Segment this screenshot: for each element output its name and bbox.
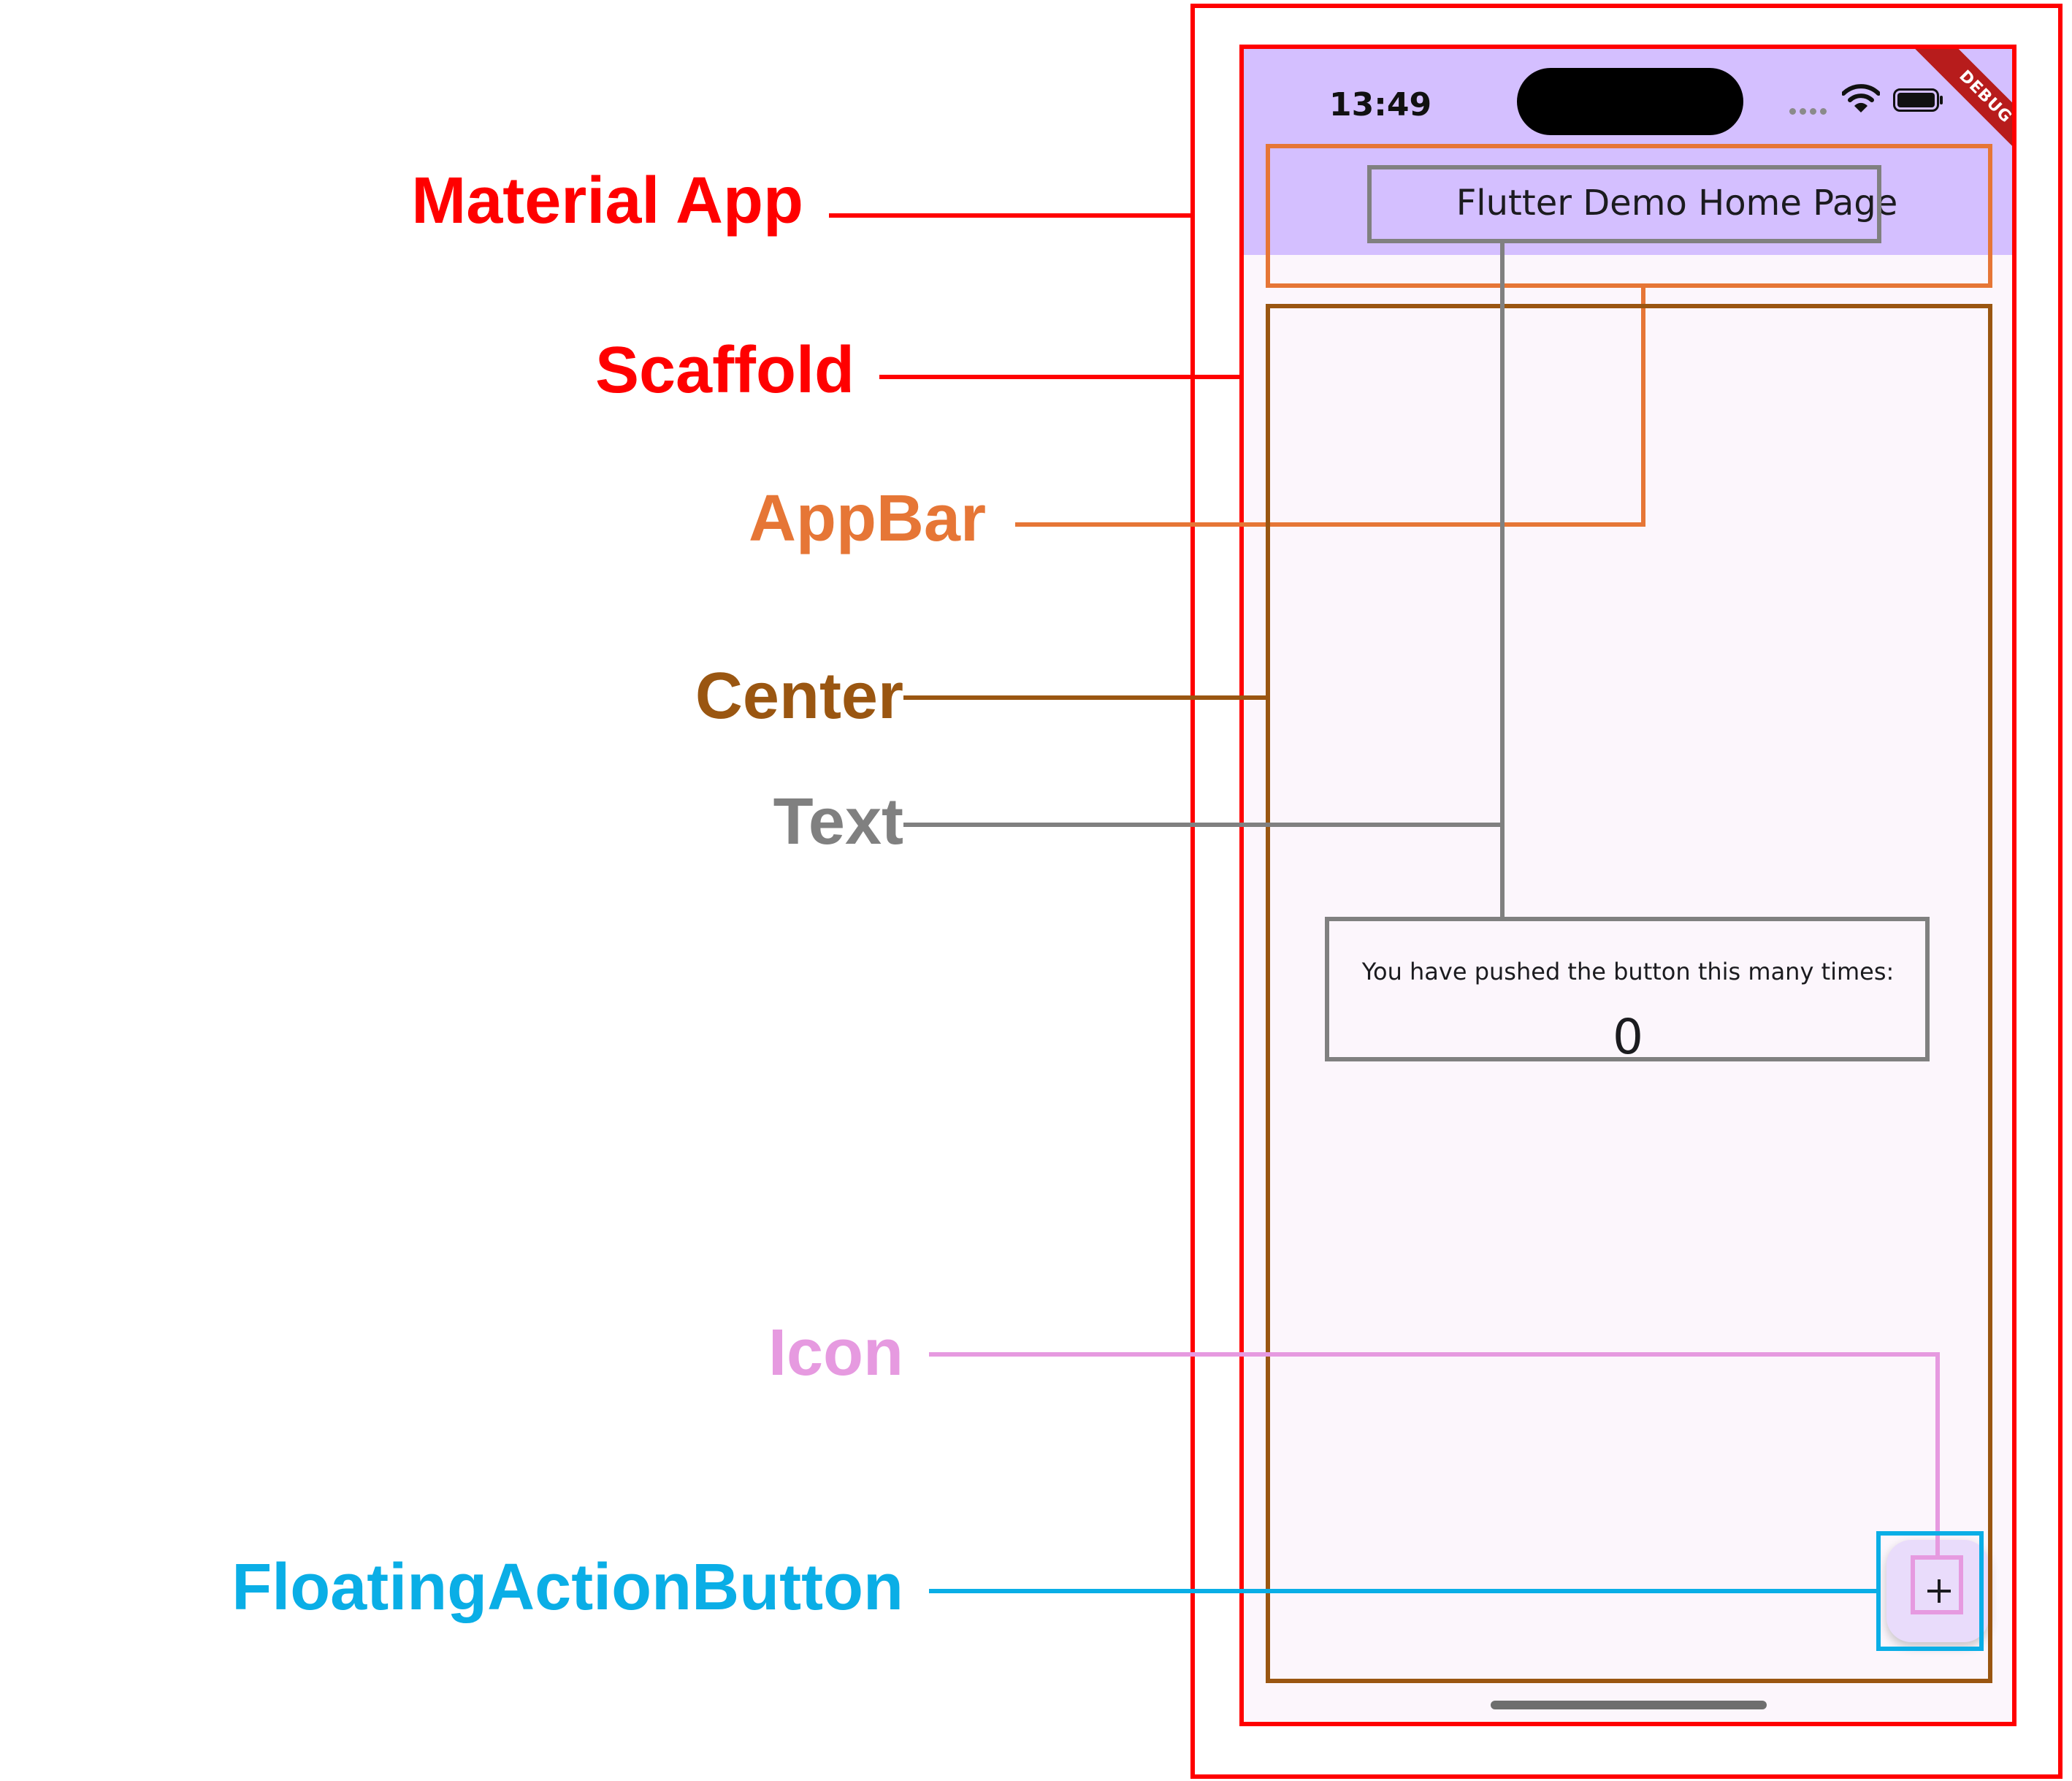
label-floating-action-button: FloatingActionButton (232, 1551, 903, 1624)
label-material-app: Material App (411, 164, 803, 237)
label-scaffold: Scaffold (595, 334, 855, 407)
cellular-signal-icon (1789, 104, 1833, 115)
status-time: 13:49 (1329, 86, 1432, 123)
plus-icon[interactable] (1916, 1568, 1962, 1614)
label-icon: Icon (768, 1316, 903, 1389)
label-center: Center (695, 660, 903, 733)
wifi-icon (1842, 84, 1880, 112)
phone-screen: 13:49 DEBUG Flutter Demo Home Page You h… (1242, 47, 2014, 1724)
app-bar-title: Flutter Demo Home Page (1456, 183, 1898, 224)
battery-icon (1893, 88, 1943, 112)
label-text: Text (773, 785, 903, 858)
label-appbar: AppBar (748, 482, 986, 555)
counter-label: You have pushed the button this many tim… (1361, 958, 1895, 985)
dynamic-island (1517, 68, 1743, 135)
home-indicator (1491, 1701, 1767, 1709)
counter-value: 0 (1613, 1009, 1643, 1065)
